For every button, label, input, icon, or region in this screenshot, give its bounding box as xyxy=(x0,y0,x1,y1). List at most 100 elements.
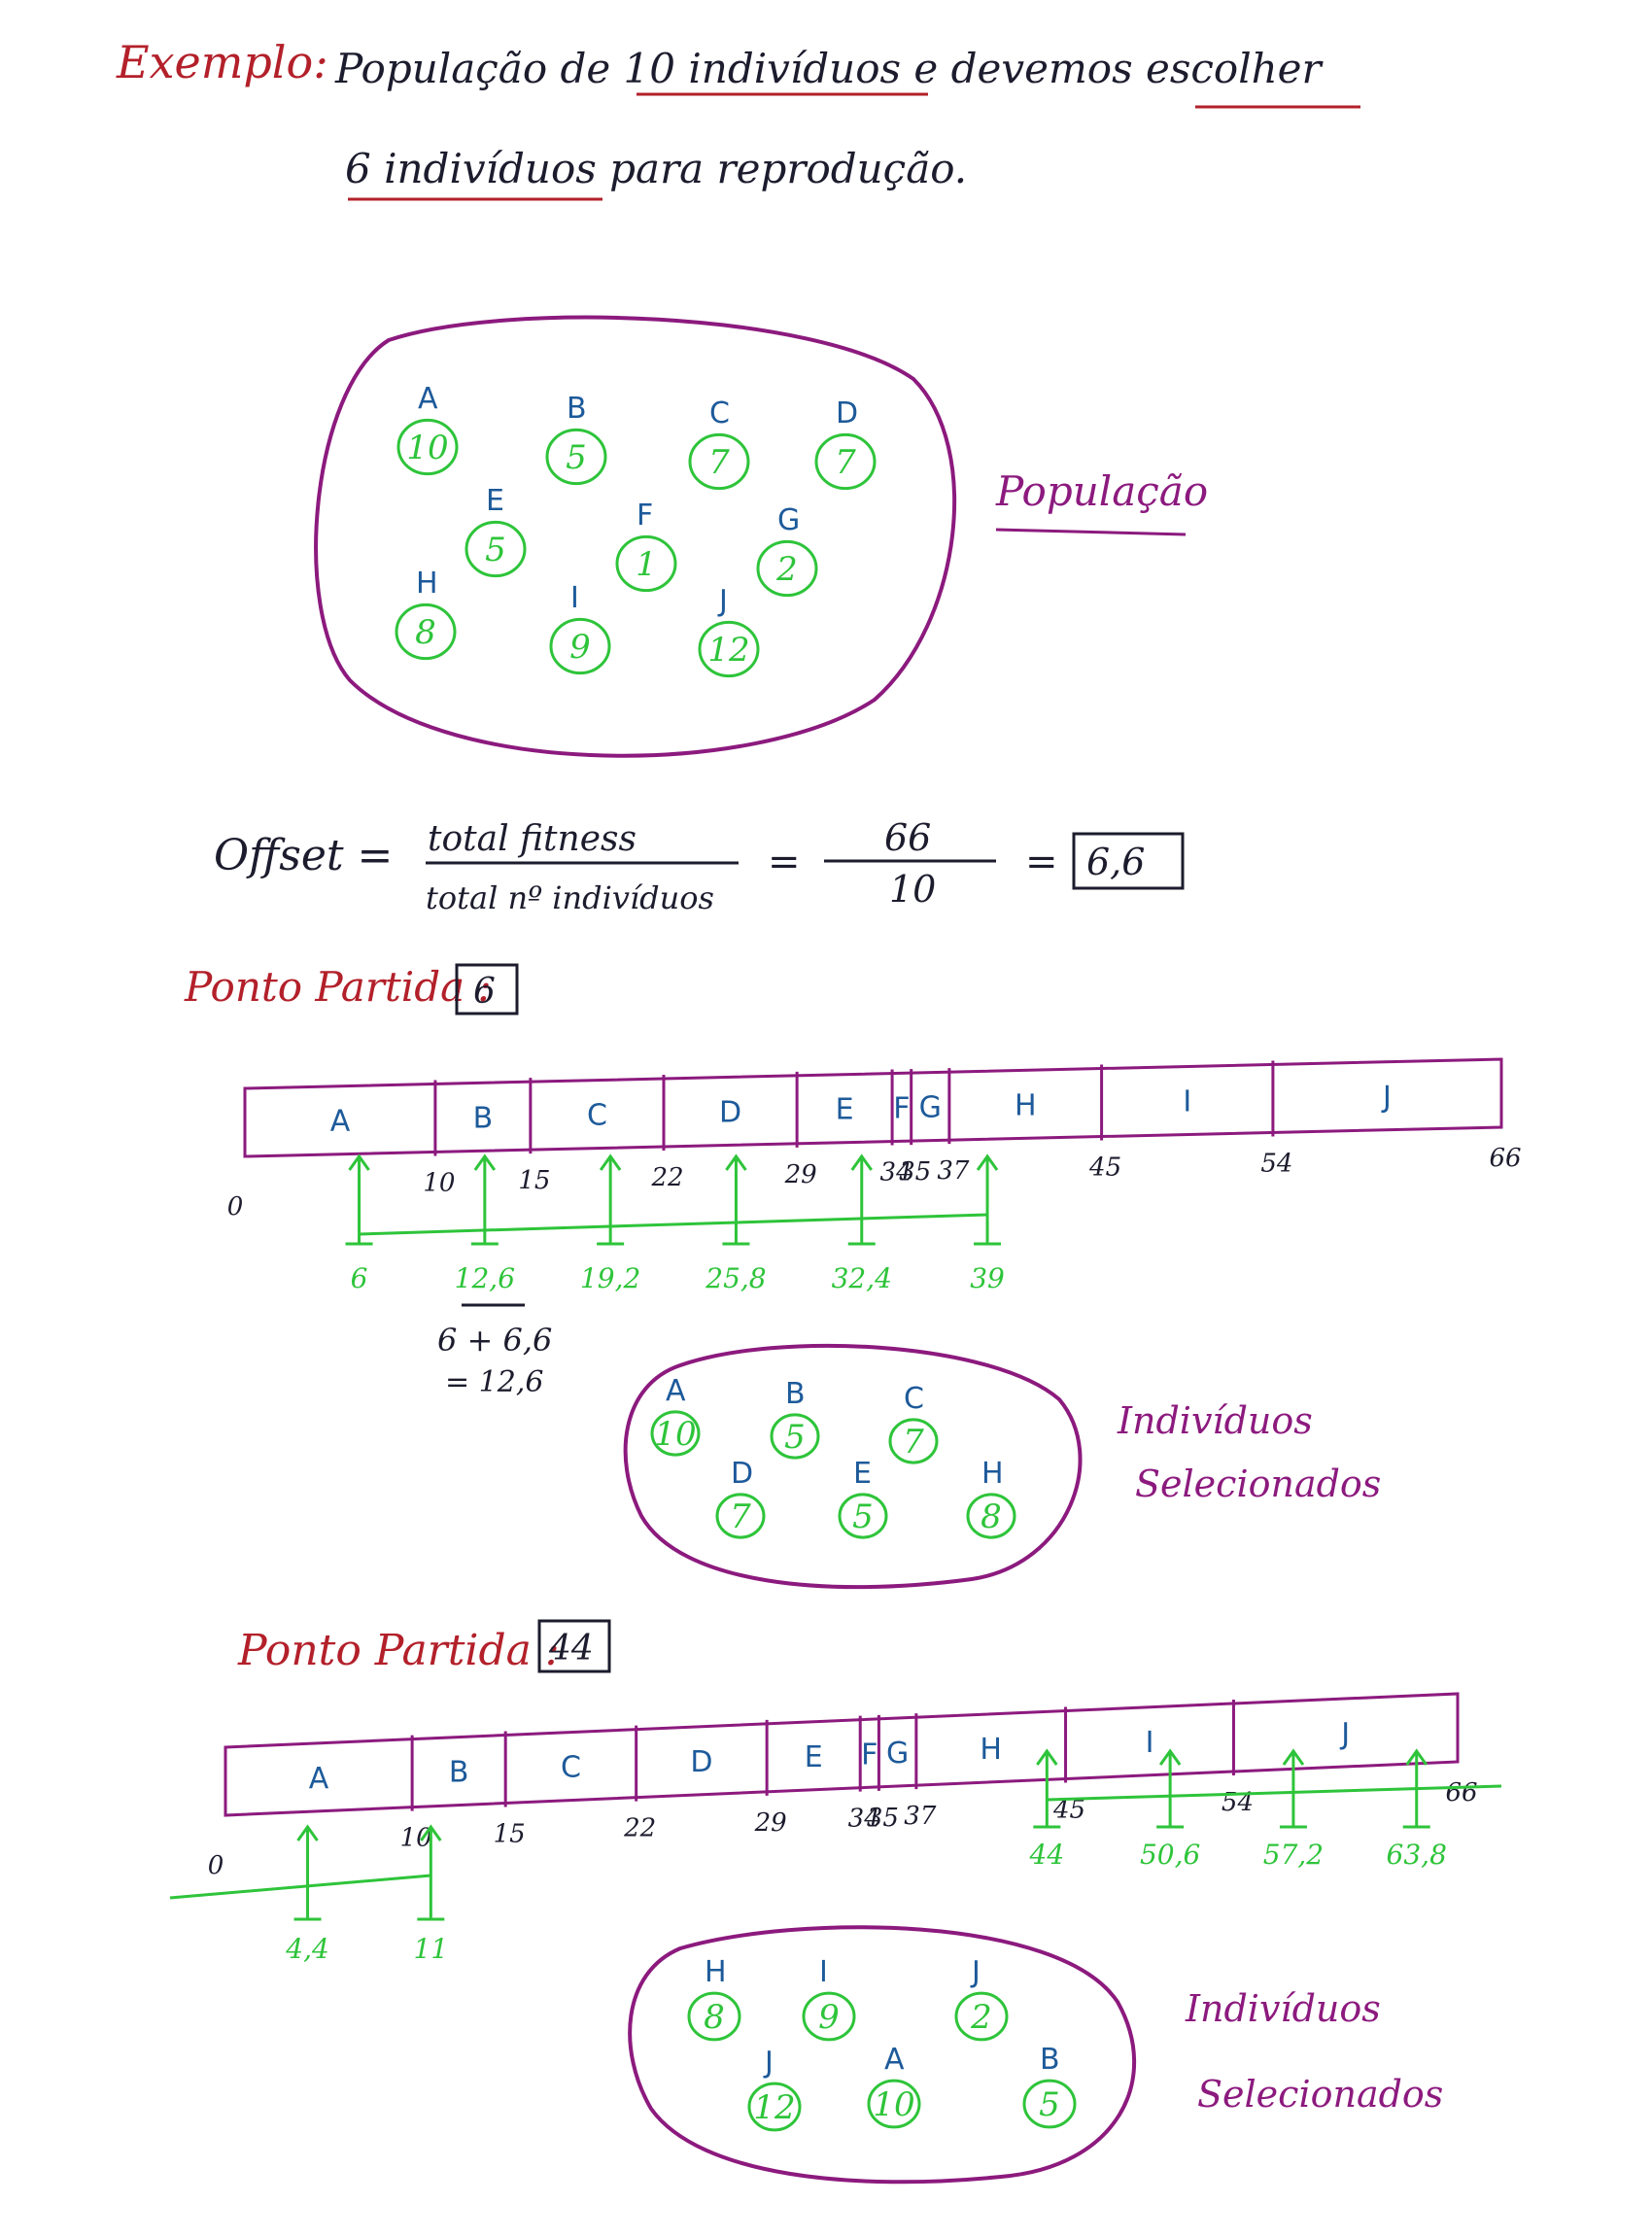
ruler-1-segment-label: D xyxy=(719,1095,741,1129)
selected-2-individual-letter: I xyxy=(819,1955,828,1989)
population-individual-circle xyxy=(465,520,527,578)
selected-1-individual-fitness: 7 xyxy=(730,1497,751,1536)
pointer-1-rail xyxy=(359,1213,988,1236)
ruler-1-segment-label: E xyxy=(836,1093,854,1127)
selected-2-individual-letter: H xyxy=(705,1955,727,1989)
selected-1-individual-fitness: 8 xyxy=(981,1497,1002,1536)
population-label: População xyxy=(995,467,1208,515)
population-individual-circle xyxy=(814,432,877,491)
ruler-2-boundary-label: 34 xyxy=(848,1805,880,1834)
ruler-1-outline xyxy=(243,1057,1503,1158)
pointer-2-left-label: 11 xyxy=(414,1933,449,1965)
selected-1-individual-circle xyxy=(650,1410,701,1457)
calc-note-line-1: 6 + 6,6 xyxy=(437,1322,552,1359)
selected-label-2a: Indivíduos xyxy=(1185,1987,1381,2030)
start-point-box-2 xyxy=(537,1619,611,1673)
population-individual-letter: E xyxy=(486,484,504,518)
selected-2-individual-fitness: 5 xyxy=(1039,2085,1060,2124)
selected-label-2b: Selecionados xyxy=(1197,2073,1443,2116)
population-individual-letter: I xyxy=(570,581,579,615)
offset-result-box xyxy=(1072,832,1185,890)
population-individual-circle xyxy=(615,534,677,593)
equals-sign-1: = xyxy=(768,840,801,884)
selected-label-1b: Selecionados xyxy=(1135,1463,1381,1505)
ruler-1-segment-label: F xyxy=(893,1091,910,1125)
ruler-1-boundary-label: 29 xyxy=(784,1160,817,1189)
pointer-1-label: 12,6 xyxy=(455,1262,515,1294)
ruler-1-segment-label: H xyxy=(1015,1088,1037,1122)
population-individual-fitness: 8 xyxy=(415,613,436,652)
ruler-1-segment-label: B xyxy=(473,1101,494,1135)
ruler-1-boundary-label: 34 xyxy=(880,1158,912,1187)
selected-1-individual-circle xyxy=(770,1413,820,1460)
selected-1-individual-circle xyxy=(966,1493,1016,1539)
ruler-2-segment-label: E xyxy=(805,1740,823,1774)
selected-2-individual-circle xyxy=(747,2082,802,2132)
ruler-2-segment-label: J xyxy=(1339,1717,1350,1751)
offset-numerator: total fitness xyxy=(428,819,637,859)
start-point-value-1: 6 xyxy=(473,972,496,1012)
population-individual-letter: C xyxy=(709,396,730,430)
ruler-2-outline xyxy=(224,1692,1460,1817)
selected-1-individual-letter: H xyxy=(981,1457,1004,1491)
population-individual-letter: A xyxy=(418,382,438,416)
ruler-2-boundary-label: 10 xyxy=(400,1824,432,1853)
selected-2-individual-letter: A xyxy=(884,2043,905,2077)
pointer-2-right-arrowhead xyxy=(1405,1748,1428,1766)
selected-2-individual-letter: J xyxy=(970,1955,981,1989)
population-label-underline xyxy=(995,528,1187,536)
population-individual-circle xyxy=(396,418,459,476)
ruler-2-boundary-label: 37 xyxy=(904,1802,937,1831)
population-blob xyxy=(314,315,956,758)
population-individual-letter: H xyxy=(416,567,438,601)
start-point-label-1: Ponto Partida : xyxy=(184,963,492,1011)
pointer-2-left-label: 4,4 xyxy=(285,1933,329,1965)
selected-blob-1 xyxy=(623,1343,1083,1590)
population-individual-circle xyxy=(698,620,760,678)
selected-1-individual-circle xyxy=(888,1418,939,1464)
population-individual-fitness: 12 xyxy=(707,631,749,670)
pointer-2-right-arrowhead xyxy=(1282,1748,1305,1766)
population-individual-letter: B xyxy=(567,392,587,426)
exemplo-label: Exemplo: xyxy=(116,36,328,88)
selected-1-individual-fitness: 7 xyxy=(903,1423,924,1462)
pointer-2-right-arrowhead xyxy=(1036,1748,1058,1766)
selected-blob-2 xyxy=(628,1925,1136,2185)
ruler-2-segment-label: A xyxy=(309,1762,329,1796)
population-individual-circle xyxy=(395,602,457,661)
selected-1-individual-fitness: 5 xyxy=(784,1418,806,1457)
pointer-2-right-label: 50,6 xyxy=(1140,1839,1200,1871)
pointer-1-arrowhead xyxy=(976,1153,999,1171)
selected-2-individual-fitness: 12 xyxy=(753,2088,795,2127)
pointer-1-arrowhead xyxy=(725,1153,747,1171)
ruler-2-boundary-label: 66 xyxy=(1445,1778,1477,1807)
selected-2-individual-circle xyxy=(687,1991,741,2042)
selected-1-individual-letter: E xyxy=(853,1457,872,1491)
population-individual-letter: G xyxy=(777,503,800,537)
ruler-1-segment-label: C xyxy=(587,1099,607,1133)
population-individual-fitness: 1 xyxy=(636,545,657,584)
pointer-2-left-arrowhead xyxy=(420,1824,442,1841)
selected-2-individual-fitness: 8 xyxy=(704,1998,725,2037)
pointer-2-rail-right xyxy=(1047,1784,1502,1802)
offset-label: Offset = xyxy=(214,831,393,880)
selected-2-individual-circle xyxy=(1022,2079,1077,2129)
ruler-2-segment-label: I xyxy=(1146,1726,1154,1760)
header-line-1: População de 10 indivíduos e devemos esc… xyxy=(334,45,1325,92)
population-individual-fitness: 5 xyxy=(566,438,587,477)
pointer-1-arrowhead xyxy=(348,1153,370,1171)
selected-1-individual-circle xyxy=(715,1493,766,1539)
ruler-2-boundary-label: 29 xyxy=(754,1808,787,1838)
pointer-1-arrowhead xyxy=(599,1153,622,1171)
selected-2-individual-circle xyxy=(802,1991,856,2042)
selected-1-individual-letter: C xyxy=(904,1382,924,1416)
pointer-1-label: 25,8 xyxy=(705,1262,766,1294)
ruler-1-boundary-label: 37 xyxy=(937,1156,970,1186)
population-individual-letter: J xyxy=(717,584,728,618)
